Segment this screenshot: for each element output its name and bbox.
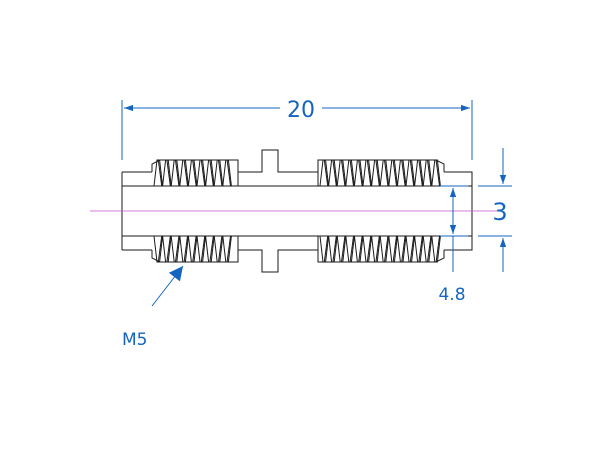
overall-length-label: 20 xyxy=(287,98,315,123)
thread-flank-line xyxy=(349,235,355,263)
coupler-outline xyxy=(121,149,473,273)
bore-diameter-label: 3 xyxy=(492,198,507,226)
thread-flank-line xyxy=(175,159,180,187)
thread-flank-line xyxy=(409,159,415,187)
thread-flank-line xyxy=(358,159,363,187)
thread-flank-line xyxy=(384,159,389,187)
thread-flank-line xyxy=(209,235,214,263)
thread-flank-line xyxy=(157,159,163,187)
thread-flank-line xyxy=(166,159,171,187)
thread-flank-line xyxy=(435,235,441,263)
thread-flank-line xyxy=(157,235,163,263)
thread-flank-line xyxy=(401,159,406,187)
thread-flank-line xyxy=(366,159,372,187)
thread-flank-line xyxy=(375,235,380,263)
dimension-outer-diameter xyxy=(440,185,468,272)
thread-flank-line xyxy=(384,235,389,263)
thread-flank-line xyxy=(392,235,398,263)
left-thread xyxy=(151,159,239,263)
thread-flank-line xyxy=(341,235,346,263)
thread-flank-line xyxy=(226,235,232,263)
thread-flank-line xyxy=(332,235,337,263)
outer-diameter-label: 4.8 xyxy=(438,285,465,305)
thread-flank-line xyxy=(323,235,329,263)
thread-flank-line xyxy=(427,159,432,187)
thread-flank-line xyxy=(349,159,355,187)
thread-flank-line xyxy=(218,159,223,187)
thread-flank-line xyxy=(226,159,232,187)
thread-flank-line xyxy=(418,159,423,187)
thread-flank-line xyxy=(183,235,189,263)
thread-flank-line xyxy=(175,235,180,263)
thread-flank-line xyxy=(392,159,398,187)
right-thread xyxy=(317,159,445,263)
thread-flank-line xyxy=(427,235,432,263)
thread-flank-line xyxy=(166,235,171,263)
thread-flank-line xyxy=(200,235,206,263)
thread-callout xyxy=(151,265,184,307)
thread-flank-line xyxy=(332,159,337,187)
dimension-bore-diameter xyxy=(478,148,512,272)
center-collar xyxy=(238,149,318,273)
thread-flank-line xyxy=(341,159,346,187)
thread-flank-line xyxy=(409,235,415,263)
thread-flank-line xyxy=(200,159,206,187)
thread-flank-line xyxy=(375,159,380,187)
dimension-overall-length xyxy=(121,100,473,160)
thread-flank-line xyxy=(358,235,363,263)
thread-flank-line xyxy=(435,159,441,187)
thread-flank-line xyxy=(323,159,329,187)
thread-flank-line xyxy=(183,159,189,187)
thread-flank-line xyxy=(401,235,406,263)
thread-flank-line xyxy=(192,235,197,263)
thread-flank-line xyxy=(418,235,423,263)
thread-flank-line xyxy=(209,159,214,187)
thread-flank-line xyxy=(218,235,223,263)
thread-flank-line xyxy=(192,159,197,187)
thread-callout-label: M5 xyxy=(122,330,147,350)
thread-flank-line xyxy=(366,235,372,263)
